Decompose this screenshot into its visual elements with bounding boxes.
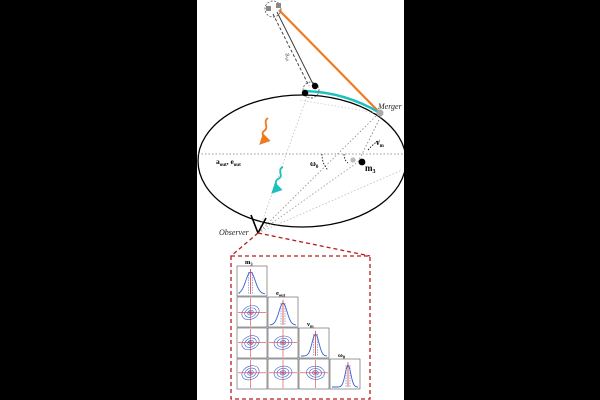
corner-plot: m3 eout νm ω0 <box>236 259 361 390</box>
nu-label: νm <box>375 138 385 149</box>
m3-grey-dot <box>350 157 356 163</box>
corner-contour <box>247 370 254 376</box>
omega-angle-arc-2 <box>343 153 349 164</box>
observer-icon <box>250 214 267 234</box>
merger-point <box>376 109 384 117</box>
observer-label: Observer <box>219 228 250 237</box>
zoom-connector-left <box>230 232 259 257</box>
corner-contour <box>247 309 254 316</box>
zoom-connector-right <box>257 232 371 257</box>
m3-dot <box>358 158 366 166</box>
corner-param-label: νm <box>306 321 314 329</box>
corner-contour <box>244 367 257 378</box>
corner-contour <box>241 305 260 320</box>
gw-orange-icon <box>259 117 271 145</box>
sight-line-to-m3 <box>257 161 359 234</box>
corner-cell <box>236 358 268 390</box>
inner-separation-bar <box>272 11 314 87</box>
gw-teal-icon <box>271 166 284 194</box>
corner-cell <box>298 358 330 390</box>
outer-orbit-ellipse <box>197 94 407 228</box>
corner-contour <box>306 365 325 380</box>
corner-histogram <box>332 364 359 388</box>
orange-ray <box>278 9 381 114</box>
corner-contour <box>241 335 260 351</box>
corner-contour <box>247 340 254 346</box>
corner-histogram <box>301 333 328 357</box>
corner-histogram <box>269 302 297 326</box>
corner-contour <box>244 307 257 318</box>
sight-line-to-binary <box>257 87 311 234</box>
merger-label: Merger <box>377 102 403 111</box>
inner-separation-label: ain <box>281 51 294 63</box>
corner-param-label: ω0 <box>338 352 346 360</box>
merger-arc <box>303 89 381 115</box>
corner-contour <box>241 365 260 381</box>
m3-label: m3 <box>365 163 376 175</box>
corner-contour <box>279 370 287 376</box>
nu-angle-arc <box>367 139 381 151</box>
ellipse-bottom-line <box>257 169 403 234</box>
omega-label: ω0 <box>310 159 319 170</box>
zoom-box <box>230 255 371 400</box>
corner-contour <box>279 340 287 346</box>
corner-contour <box>273 365 293 380</box>
lower-binary <box>301 81 320 99</box>
corner-param-label: m3 <box>245 259 253 267</box>
outer-params-label: aout, eout <box>216 157 241 168</box>
corner-contour <box>273 335 293 350</box>
top-binary <box>264 0 282 18</box>
omega-angle-arc <box>321 153 329 171</box>
corner-contour <box>276 337 290 348</box>
corner-contour <box>309 368 322 378</box>
corner-contour <box>276 368 290 378</box>
corner-param-label: eout <box>276 290 286 298</box>
corner-cell <box>298 327 330 359</box>
corner-cell <box>236 265 268 297</box>
sight-line-to-merger <box>257 111 381 234</box>
corner-histogram <box>238 271 266 295</box>
corner-contour <box>244 337 257 348</box>
